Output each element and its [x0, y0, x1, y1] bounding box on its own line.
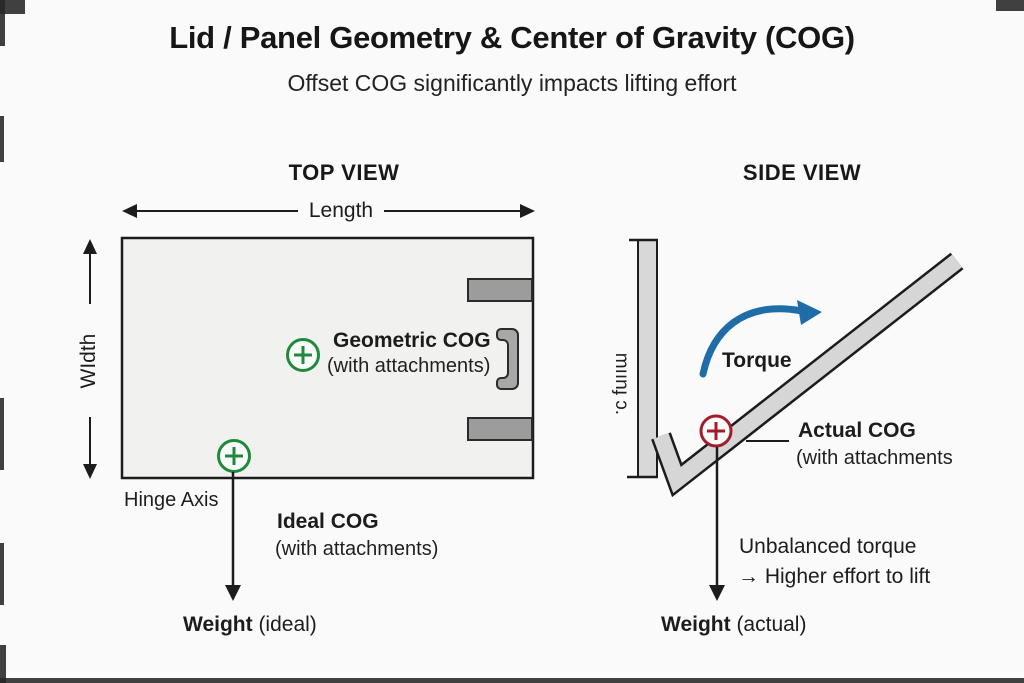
length-arrow — [122, 204, 535, 218]
attachment-handle-bracket — [496, 328, 519, 390]
hinge-side-rotated-label: mıınɟ ɔ. — [610, 352, 632, 416]
arrow-down-icon — [225, 585, 241, 601]
scan-artifact — [0, 0, 25, 14]
scan-artifact — [0, 116, 4, 162]
top-view-heading: TOP VIEW — [288, 160, 400, 185]
arrow-left-icon — [122, 204, 137, 218]
length-label: Length — [308, 199, 374, 222]
arrow-down-icon — [709, 585, 725, 601]
actual-cog-label: Actual COG — [798, 419, 916, 442]
scan-artifact — [996, 0, 1024, 11]
width-label: WIdth — [76, 333, 100, 389]
weight-ideal-bold: Weight — [183, 613, 253, 636]
hinge-axis-label: Hinge Axis — [124, 489, 219, 511]
geometric-cog-label: Geometric COG — [333, 329, 491, 352]
weight-actual-rest: (actual) — [730, 613, 807, 636]
width-arrow — [83, 239, 97, 479]
arrow-up-icon — [83, 239, 97, 254]
actual-cog-marker-icon — [699, 414, 733, 448]
scan-artifact — [0, 645, 6, 683]
weight-actual-bold: Weight — [661, 613, 731, 636]
weight-ideal-arrow — [225, 472, 241, 601]
torque-label: Torque — [722, 349, 792, 372]
lid-panel-top-view — [120, 236, 535, 480]
weight-ideal-rest: (ideal) — [252, 613, 317, 636]
arrow-right-icon — [520, 204, 535, 218]
ideal-cog-sublabel: (with attachments) — [275, 538, 439, 560]
scan-artifact — [0, 398, 4, 470]
unbalanced-torque-line2: → Higher effort to lift — [738, 565, 931, 588]
arrow-down-icon — [83, 464, 97, 479]
geometric-cog-marker-icon — [286, 338, 320, 372]
page-subtitle: Offset COG significantly impacts lifting… — [287, 70, 737, 96]
actual-cog-sublabel: (with attachments — [796, 447, 953, 469]
unbalanced-torque-line1: Unbalanced torque — [739, 535, 917, 558]
lid-panel-side-view — [651, 252, 964, 498]
weight-actual-label: Weight (actual) — [661, 613, 806, 637]
ideal-cog-marker-icon — [217, 439, 251, 473]
scan-artifact — [0, 543, 4, 605]
side-view-heading: SIDE VIEW — [742, 160, 862, 185]
scan-artifact — [0, 0, 5, 46]
geometric-cog-sublabel: (with attachments) — [327, 355, 491, 377]
page-title: Lid / Panel Geometry & Center of Gravity… — [169, 20, 855, 55]
ideal-cog-label: Ideal COG — [277, 510, 379, 533]
scan-artifact — [0, 678, 1024, 683]
torque-arrow-icon — [699, 300, 822, 378]
attachment-bar-bottom — [467, 417, 533, 441]
attachment-bar-top — [467, 278, 533, 302]
weight-ideal-label: Weight (ideal) — [183, 613, 317, 637]
weight-actual-arrow — [709, 447, 725, 601]
